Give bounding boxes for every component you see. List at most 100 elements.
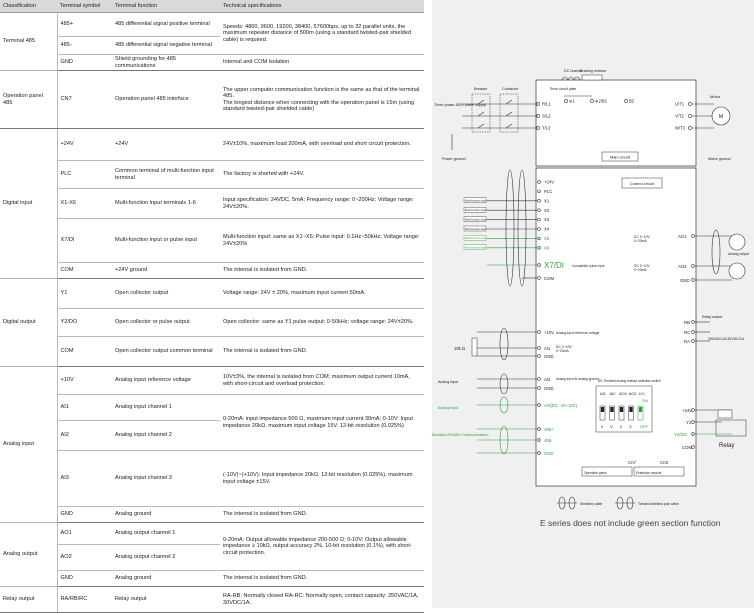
rs485-gnd-terminal xyxy=(537,451,541,455)
switch-on-label: ON xyxy=(642,398,648,403)
contactor-switch-2 xyxy=(505,123,513,129)
terminal-function-cell: Analog ground xyxy=(112,570,220,587)
technical-spec-cell: 10V±3%, the internal is isolated from CO… xyxy=(220,366,424,395)
technical-spec-cell: 0-20mA: Output allowable impedance 200-5… xyxy=(220,522,424,571)
mf-input-label-5: Multi-function input xyxy=(465,227,487,231)
main-circuit-label: Main circuit xyxy=(610,155,631,160)
mf-input-label-4: Multi-function input xyxy=(465,217,487,221)
ra-terminal xyxy=(691,339,695,343)
terminal-function-cell: Analog input channel 2 xyxy=(112,420,220,451)
technical-spec-cell: Open collector: same as Y1 pulse output:… xyxy=(220,308,424,337)
terminal-spec-table: Classification Terminal symbol Terminal … xyxy=(0,0,424,613)
y-com-label: COM xyxy=(682,445,692,450)
ai2-label: AI2 xyxy=(544,377,551,382)
cn7-note: Operation panel xyxy=(584,471,607,475)
terminal-symbol-cell: CN7 xyxy=(57,70,112,129)
terminal-symbol-cell: Y2/DO xyxy=(57,308,112,337)
cn3-note: Extension module xyxy=(636,471,662,475)
technical-spec-cell: The internal is isolated from GND. xyxy=(220,336,424,367)
classification-cell: Operation panel 485 xyxy=(0,70,58,129)
cn3-box xyxy=(633,466,685,477)
relay-box xyxy=(715,419,747,437)
technical-spec-cell: Internal and COM isolation xyxy=(220,54,424,71)
terminal-function-cell: Analog output channel 1 xyxy=(112,522,220,545)
terminal-function-cell: Operation panel 485 interface xyxy=(112,70,220,129)
ai2-terminal xyxy=(537,377,541,381)
y2-terminal xyxy=(691,432,695,436)
classification-cell: Analog input xyxy=(0,366,58,523)
ai3-shield-tube xyxy=(499,396,509,414)
mf-input-label-3: Multi-function input xyxy=(465,208,487,212)
y1-terminal xyxy=(691,420,695,424)
technical-spec-cell: Input specification: 24VDC, 5mA; Frequen… xyxy=(220,188,424,219)
switch-1 xyxy=(609,405,615,421)
switch-knob-1 xyxy=(610,407,614,412)
relay-output-label: Relay output xyxy=(702,315,722,319)
di-shield-tube-a xyxy=(505,169,515,287)
technical-spec-cell: 0-20mA: input impedance 500 Ω, maximum i… xyxy=(220,394,424,451)
di-terminal-5 xyxy=(537,227,541,231)
cn7-box xyxy=(581,466,633,477)
motor-terminal-label-1: V/T2 xyxy=(675,114,685,119)
power-ground-label: Power ground xyxy=(442,157,466,161)
technical-spec-cell: The internal is isolated from GND. xyxy=(220,262,424,279)
table-row: 485-485 differential signal negative ter… xyxy=(0,36,424,55)
di-terminal-6 xyxy=(537,236,541,241)
ai2-gnd-terminal xyxy=(537,386,541,390)
di-terminal-7 xyxy=(537,246,541,250)
power-terminal-5 xyxy=(624,99,628,103)
twisted-legend-label: Twisted shielded pair cable xyxy=(638,502,679,506)
x7-label: X7/DI xyxy=(544,261,564,270)
terminal-function-cell: Shield grounding for 485 communications xyxy=(112,54,220,71)
ao-shield-tube xyxy=(711,229,721,275)
di-terminal-1 xyxy=(537,189,541,194)
ai1-label: AI1 xyxy=(544,346,551,351)
breaker-switch-0 xyxy=(477,99,485,105)
motor-terminal-0 xyxy=(688,102,692,106)
ra-label: RA xyxy=(684,339,690,344)
di-terminal-2 xyxy=(537,199,541,203)
rs485-plus-label: 485+ xyxy=(544,427,554,432)
terminal-function-cell: Common terminal of multi-function input … xyxy=(112,160,220,189)
short-circuit-label: Short circuit plate xyxy=(550,87,576,91)
y-com-terminal xyxy=(691,445,695,449)
switch-4 xyxy=(637,405,644,421)
terminal-symbol-cell: Y1 xyxy=(57,278,112,309)
motor-terminal-1 xyxy=(688,114,692,118)
control-circuit-box xyxy=(535,167,697,487)
terminal-symbol-cell: RA/RB/RC xyxy=(57,586,112,613)
terminal-function-cell: Analog output channel 2 xyxy=(112,544,220,571)
header-technical-specifications: Technical specifications xyxy=(220,0,424,13)
motor-terminal-label-2: W/T3 xyxy=(675,126,686,131)
mf-input-box-4 xyxy=(463,216,487,222)
mf-input-box-6 xyxy=(463,235,487,241)
terminal-symbol-cell: AI1 xyxy=(57,394,112,421)
terminal-symbol-cell: X1-X6 xyxy=(57,188,112,219)
potentiometer xyxy=(471,337,478,357)
di-terminal-label-7: X6 xyxy=(544,245,550,250)
y2-label: Y2/DO xyxy=(674,432,688,437)
motor-m: M xyxy=(719,114,723,120)
switch-2 xyxy=(618,405,625,421)
power-terminal-label-1: S/L2 xyxy=(542,114,551,119)
technical-spec-cell: Speeds: 4800, 9600, 19200, 38400, 57600b… xyxy=(220,12,424,55)
terminal-function-cell: Relay output xyxy=(112,586,220,613)
technical-spec-cell: RA-RB: Normally closed RA-RC: Normally o… xyxy=(220,586,424,613)
switch-note: AI1 Terminal analog resistor selection s… xyxy=(598,379,661,383)
ao2-label: AO2 xyxy=(678,264,687,269)
switch-knob-3 xyxy=(629,407,633,412)
terminal-function-cell: Analog input channel 1 xyxy=(112,394,220,421)
